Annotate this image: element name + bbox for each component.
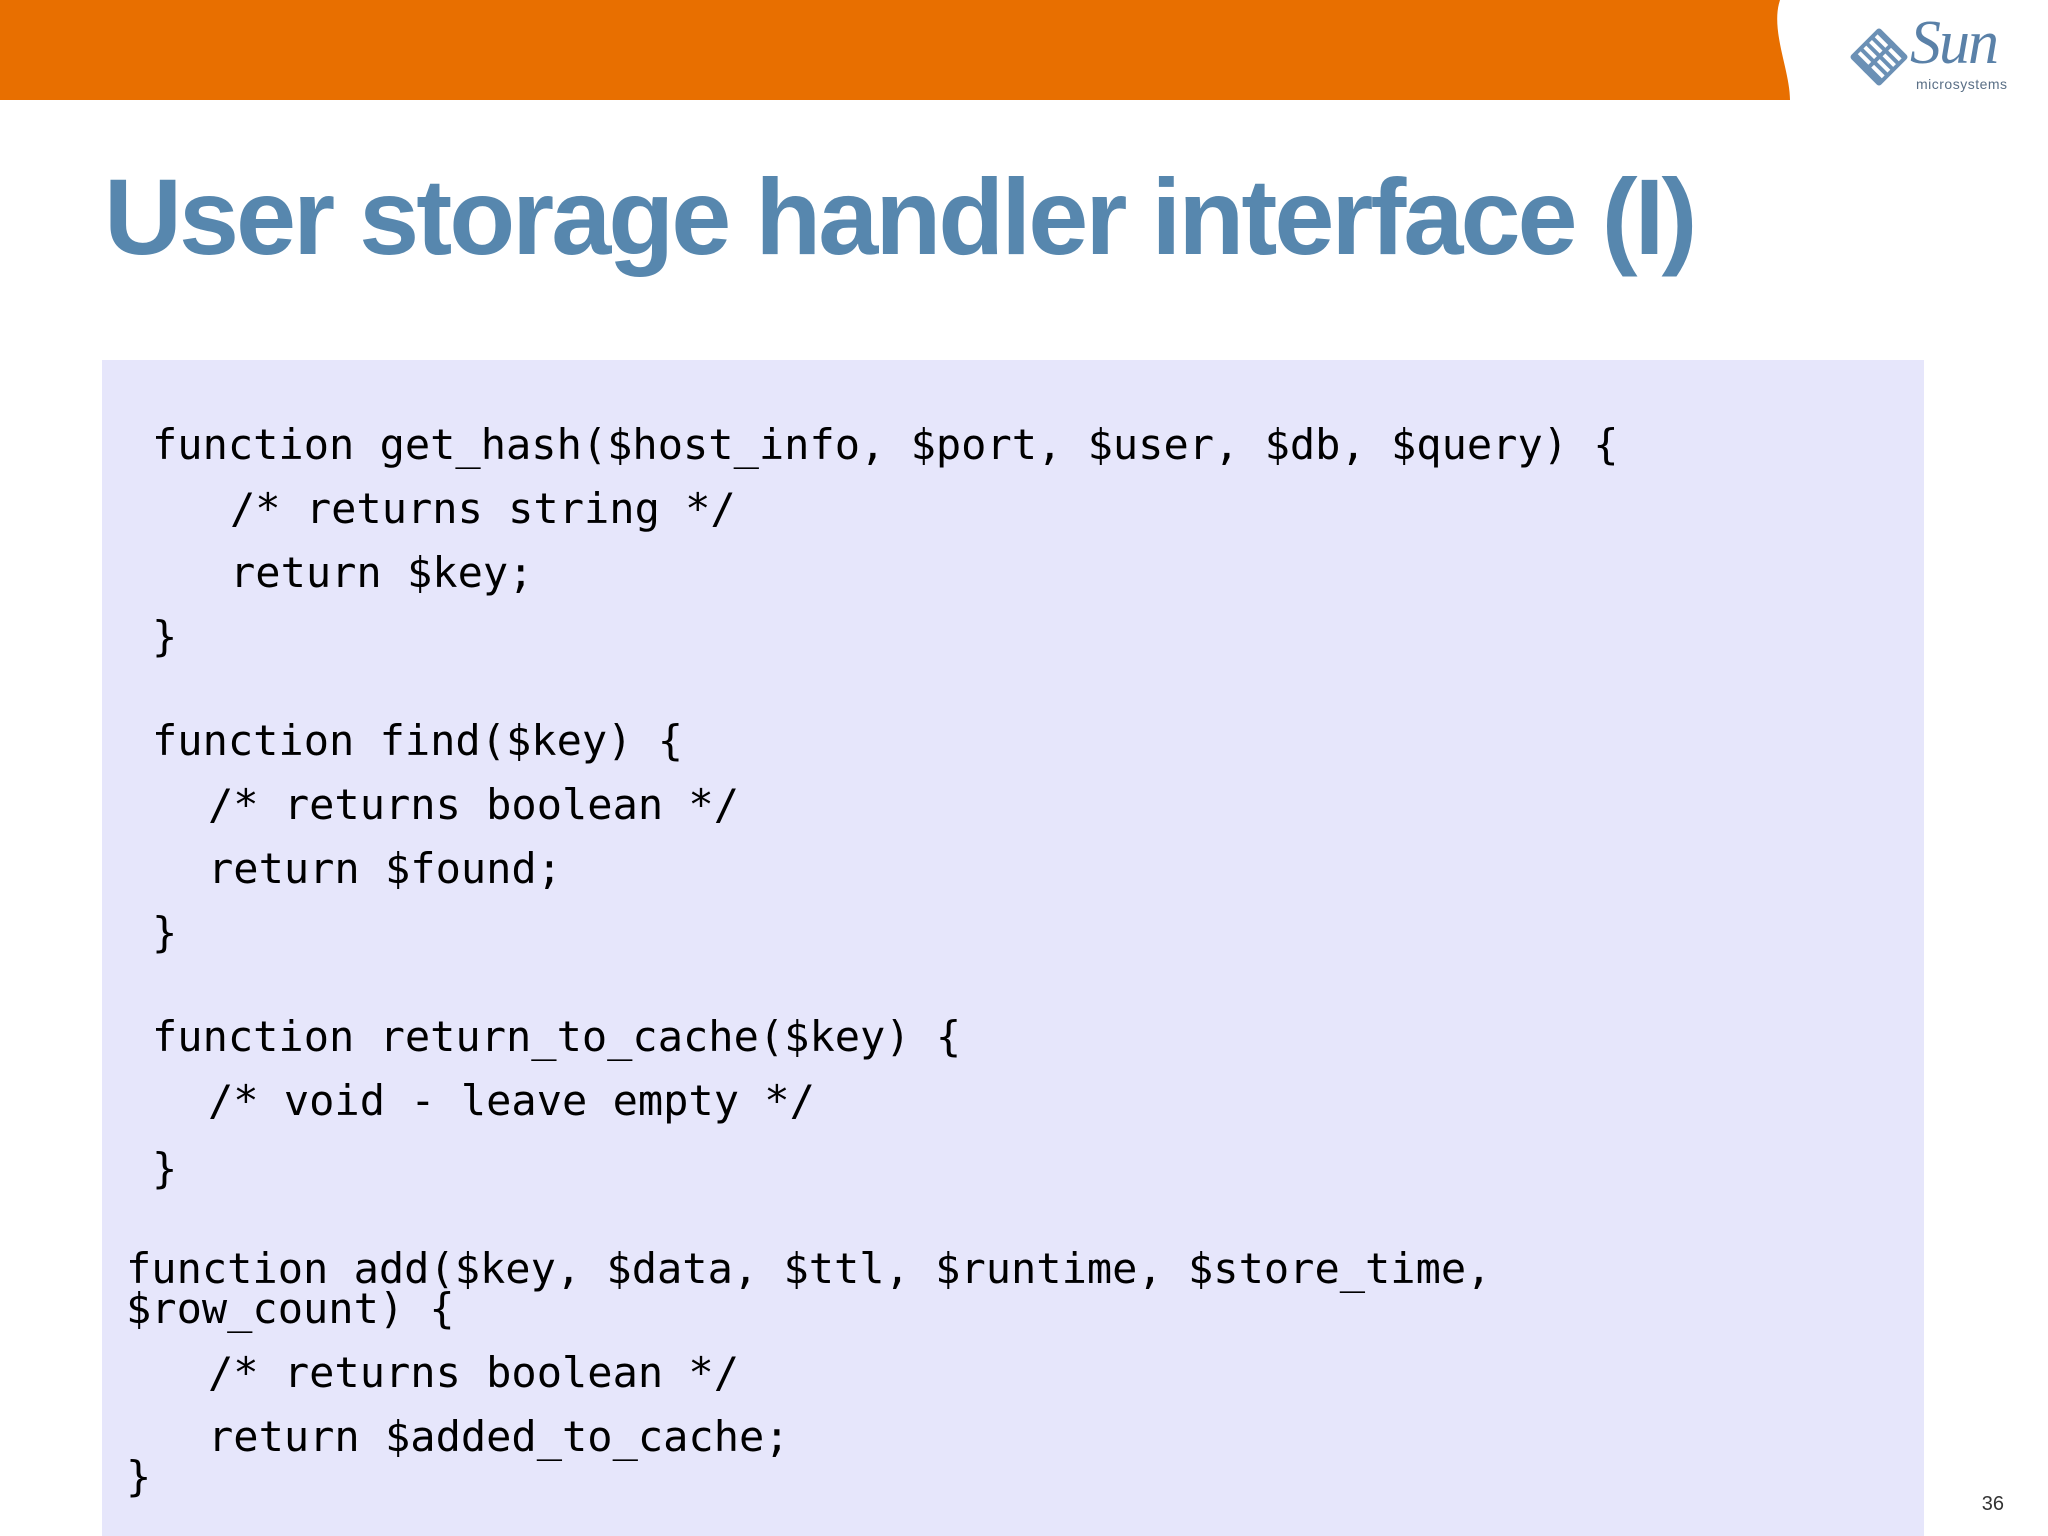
code-line: return $added_to_cache;: [208, 1412, 790, 1461]
code-line: function get_hash($host_info, $port, $us…: [152, 420, 1619, 469]
sun-diamond-icon: [1850, 28, 1908, 86]
code-line: /* returns boolean */: [208, 1348, 740, 1397]
code-panel: function get_hash($host_info, $port, $us…: [102, 360, 1924, 1536]
code-line: }: [152, 612, 178, 661]
code-line: /* returns string */: [230, 484, 736, 533]
code-line: /* returns boolean */: [208, 780, 740, 829]
code-line: function add($key, $data, $ttl, $runtime…: [126, 1244, 1492, 1293]
code-line: $row_count) {: [126, 1284, 455, 1333]
code-line: /* void - leave empty */: [208, 1076, 815, 1125]
slide-title: User storage handler interface (I): [104, 156, 1698, 277]
sun-logo: Sun microsystems: [1848, 12, 2028, 98]
code-line: function find($key) {: [152, 716, 684, 765]
code-line: function return_to_cache($key) {: [152, 1012, 962, 1061]
logo-subtitle: microsystems: [1916, 76, 2008, 92]
code-line: }: [152, 1144, 178, 1193]
logo-wordmark: Sun: [1910, 9, 1999, 77]
code-line: return $key;: [230, 548, 534, 597]
page-number: 36: [1981, 1493, 2004, 1515]
top-banner: [0, 0, 1790, 100]
code-line: }: [126, 1452, 152, 1501]
code-line: return $found;: [208, 844, 563, 893]
code-line: }: [152, 908, 178, 957]
